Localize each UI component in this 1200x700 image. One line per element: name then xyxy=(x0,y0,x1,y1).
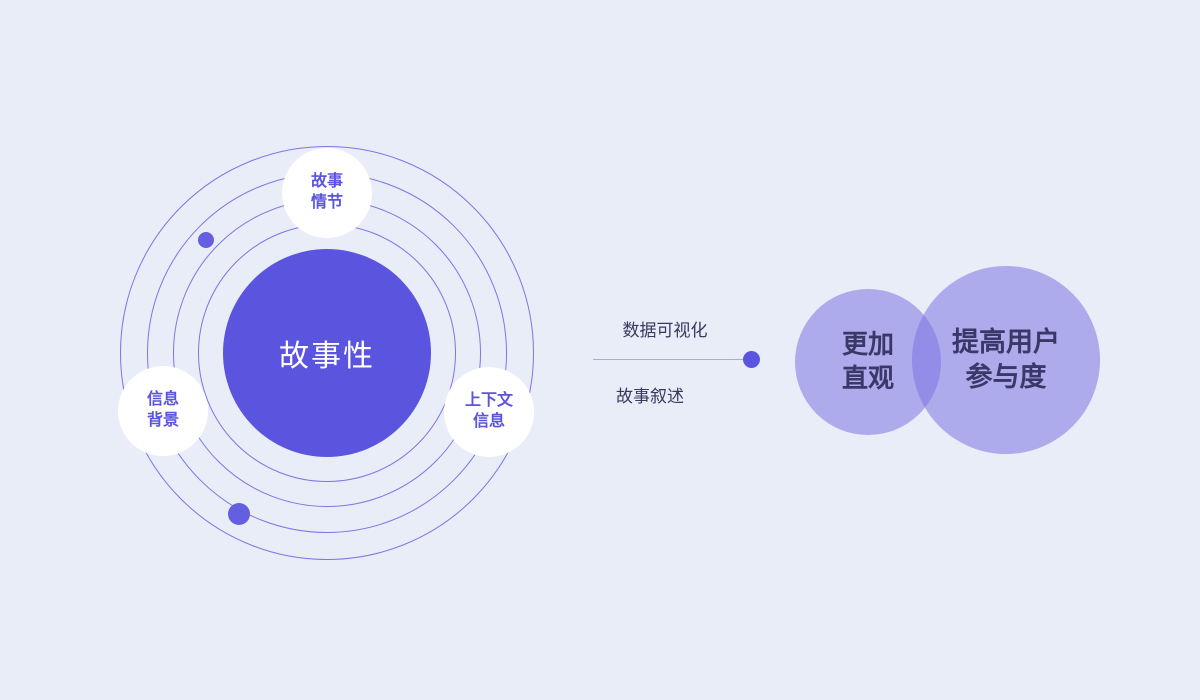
orbit-dot-small xyxy=(198,232,214,248)
center-circle: 故事性 xyxy=(223,249,431,457)
venn-left-label: 更加 直观 xyxy=(841,329,894,393)
satellite-label: 故事 情节 xyxy=(310,173,343,211)
connector-top-label: 数据可视化 xyxy=(622,321,708,340)
connector-line xyxy=(593,359,748,360)
satellite-label: 信息 背景 xyxy=(146,391,179,429)
connector-end-dot xyxy=(743,351,760,368)
satellite-story-plot: 故事 情节 xyxy=(282,148,372,238)
venn-right-label: 提高用户 参与度 xyxy=(952,326,1060,392)
venn-right-circle: 提高用户 参与度 xyxy=(912,266,1100,454)
connector-bottom-label: 故事叙述 xyxy=(616,387,684,406)
orbit-ring-4 xyxy=(120,146,534,560)
satellite-info-background: 信息 背景 xyxy=(118,366,208,456)
satellite-context-info: 上下文 信息 xyxy=(444,367,534,457)
satellite-label: 上下文 信息 xyxy=(464,392,513,430)
orbit-dot-large xyxy=(228,503,250,525)
center-label: 故事性 xyxy=(279,340,375,373)
venn-left-circle: 更加 直观 xyxy=(795,289,941,435)
